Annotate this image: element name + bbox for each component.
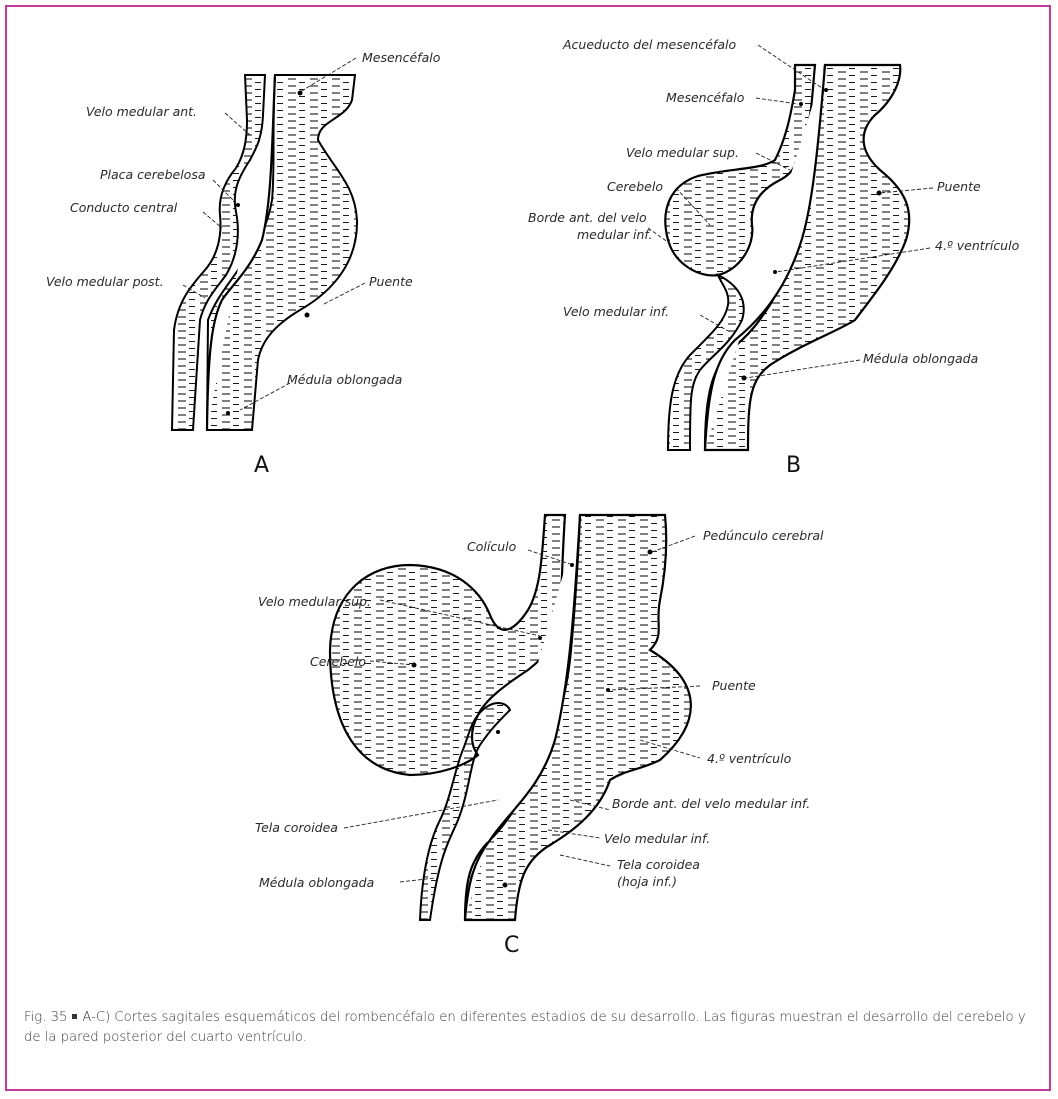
label-a-conducto-central: Conducto central: [70, 200, 178, 215]
label-b-medula-oblongada: Médula oblongada: [863, 351, 978, 366]
label-b-velo-medular-sup: Velo medular sup.: [626, 145, 739, 160]
label-b-mesencefalo: Mesencéfalo: [666, 90, 745, 105]
label-a-puente: Puente: [369, 274, 413, 289]
panel-b: Acueducto del mesencéfalo Mesencéfalo Ve…: [528, 37, 1020, 478]
panel-c: Colículo Pedúnculo cerebral Velo medular…: [255, 515, 824, 958]
label-c-velo-medular-inf: Velo medular inf.: [604, 831, 710, 846]
label-c-tela-coroidea: Tela coroidea: [255, 820, 338, 835]
label-c-tela-coroidea-hoja-2: (hoja inf.): [617, 874, 677, 889]
label-c-tela-coroidea-hoja-1: Tela coroidea: [617, 857, 700, 872]
panel-letter-b: B: [786, 453, 801, 478]
label-c-cerebelo: Cerebelo: [310, 654, 366, 669]
label-b-cerebelo: Cerebelo: [607, 179, 663, 194]
panel-letter-c: C: [504, 933, 519, 958]
label-b-acueducto: Acueducto del mesencéfalo: [562, 37, 736, 52]
label-a-velo-medular-ant: Velo medular ant.: [86, 104, 197, 119]
label-c-coliculo: Colículo: [467, 539, 517, 554]
figure-number: Fig. 35: [24, 1010, 67, 1025]
label-a-medula-oblongada: Médula oblongada: [287, 372, 402, 387]
caption-text: A-C) Cortes sagitales esquemáticos del r…: [24, 1010, 1026, 1045]
label-c-borde-ant: Borde ant. del velo medular inf.: [612, 796, 810, 811]
label-b-borde-ant-2: medular inf.: [577, 227, 653, 242]
label-c-velo-medular-sup: Velo medular sup.: [258, 594, 371, 609]
label-c-cuarto-ventriculo: 4.º ventrículo: [707, 751, 792, 766]
label-b-borde-ant-1: Borde ant. del velo: [528, 210, 647, 225]
label-a-placa-cerebelosa: Placa cerebelosa: [100, 167, 206, 182]
leader-c-tela: [344, 800, 498, 828]
label-a-velo-medular-post: Velo medular post.: [46, 274, 164, 289]
panel-a: Mesencéfalo Velo medular ant. Placa cere…: [46, 50, 441, 478]
leader-c-tela-hoja: [560, 855, 610, 866]
sagittal-sections-diagram: Mesencéfalo Velo medular ant. Placa cere…: [0, 0, 1058, 1000]
label-c-puente: Puente: [712, 678, 756, 693]
label-b-cuarto-ventriculo: 4.º ventrículo: [935, 238, 1020, 253]
label-a-mesencefalo: Mesencéfalo: [362, 50, 441, 65]
panel-letter-a: A: [254, 453, 269, 478]
label-b-velo-medular-inf: Velo medular inf.: [563, 304, 669, 319]
label-c-pedunculo-cerebral: Pedúnculo cerebral: [703, 528, 824, 543]
leader-b-mesencefalo: [756, 98, 798, 104]
bullet-square-icon: [72, 1014, 77, 1019]
label-c-medula-oblongada: Médula oblongada: [259, 875, 374, 890]
label-b-puente: Puente: [937, 179, 981, 194]
